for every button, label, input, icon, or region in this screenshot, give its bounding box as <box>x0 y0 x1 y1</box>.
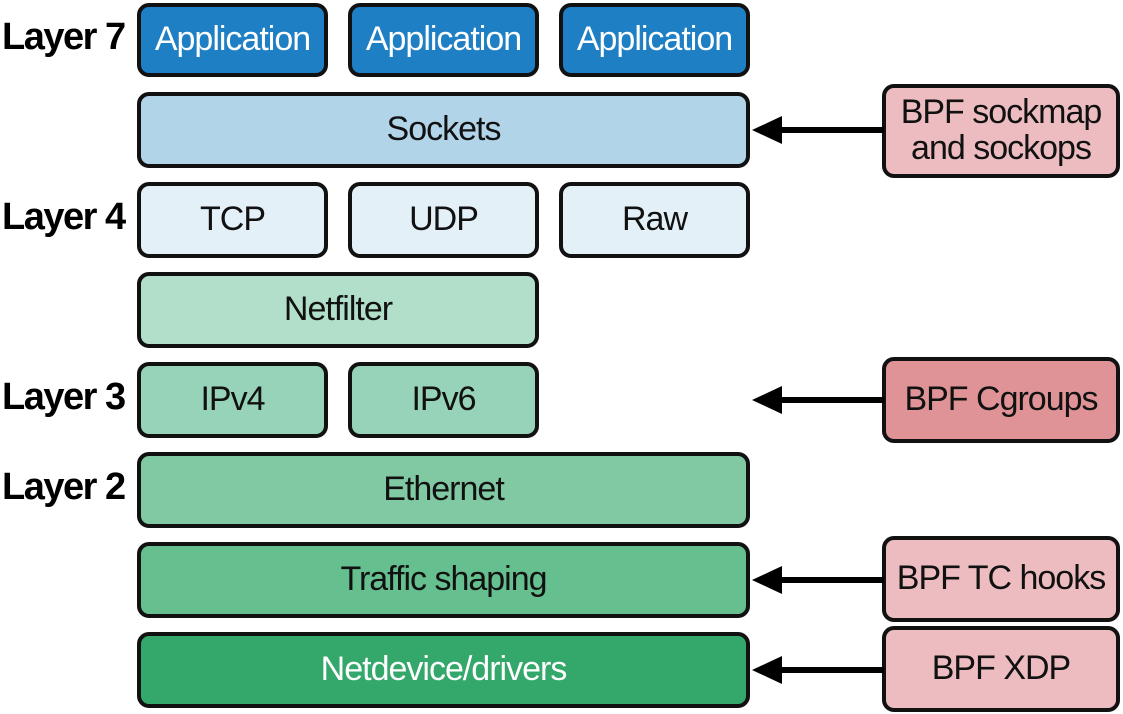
ethernet-box: Ethernet <box>137 452 750 528</box>
application-box-3: Application <box>559 3 750 77</box>
bpf-tc-hooks-box: BPF TC hooks <box>882 536 1120 622</box>
layer-7-label: Layer 7 <box>2 16 126 58</box>
layer-2-label: Layer 2 <box>2 466 126 508</box>
bpf-sockmap-line1: BPF sockmap <box>900 93 1103 132</box>
application-box-2: Application <box>348 3 539 77</box>
cgroups-arrow-icon <box>752 386 884 414</box>
ipv6-box: IPv6 <box>348 362 539 438</box>
sockmap-arrow-icon <box>752 116 884 144</box>
traffic-shaping-box: Traffic shaping <box>137 542 750 618</box>
ipv4-box: IPv4 <box>137 362 328 438</box>
bpf-cgroups-box: BPF Cgroups <box>882 357 1120 443</box>
netfilter-box: Netfilter <box>137 272 539 348</box>
tc-hooks-arrow-icon <box>752 566 884 594</box>
raw-box: Raw <box>559 182 750 258</box>
bpf-sockmap-line2: and sockops <box>911 129 1092 167</box>
bpf-sockmap-box: BPF sockmap and sockops <box>882 84 1120 178</box>
bpf-xdp-box: BPF XDP <box>882 626 1120 712</box>
layer-3-label: Layer 3 <box>2 376 126 418</box>
netdevice-drivers-box: Netdevice/drivers <box>137 632 750 708</box>
sockets-box: Sockets <box>137 92 750 168</box>
xdp-arrow-icon <box>752 656 884 684</box>
tcp-box: TCP <box>137 182 328 258</box>
udp-box: UDP <box>348 182 539 258</box>
layer-4-label: Layer 4 <box>2 196 126 238</box>
application-box-1: Application <box>137 3 328 77</box>
